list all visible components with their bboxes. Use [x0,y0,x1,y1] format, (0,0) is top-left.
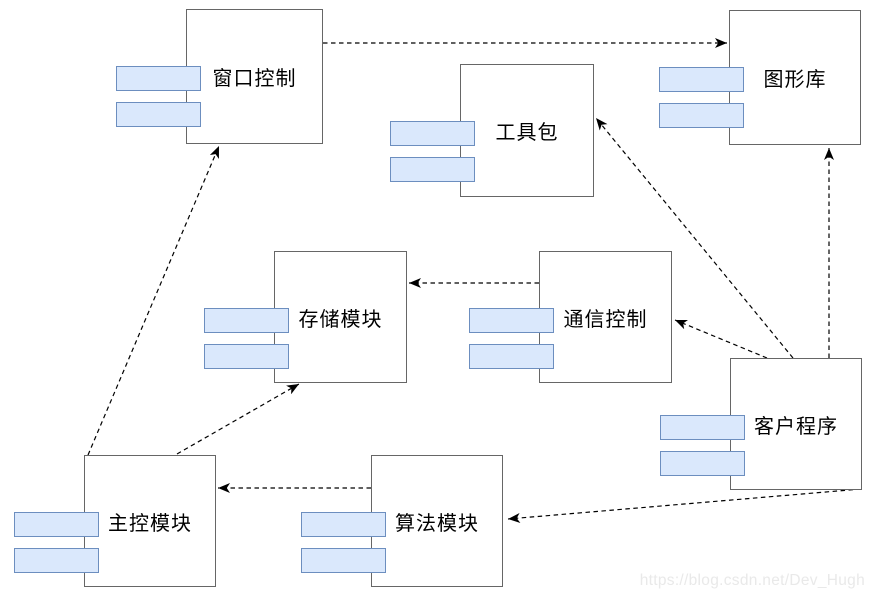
component-communication-control: 通信控制 [469,251,672,383]
port-tab-icon [116,66,201,91]
edge-client-program-to-communication-control [674,319,768,359]
component-label: 客户程序 [754,415,838,438]
port-tab-icon [390,121,475,146]
component-label: 算法模块 [395,512,479,535]
port-tab-icon [14,548,99,573]
port-tab-icon [116,102,201,127]
port-tab-icon [469,344,554,369]
port-tab-icon [659,67,744,92]
port-tab-icon [301,548,386,573]
port-tab-icon [204,308,289,333]
port-tab-icon [660,415,745,440]
component-label: 通信控制 [563,308,648,331]
port-tab-icon [659,103,744,128]
csdn-watermark: https://blog.csdn.net/Dev_Hugh [639,572,865,589]
component-main-control-module: 主控模块 [14,455,216,587]
component-algorithm-module: 算法模块 [301,455,503,587]
component-label: 存储模块 [298,308,383,331]
edge-client-program-to-algorithm-module [507,488,862,523]
edge-main-control-to-window-control [87,145,220,456]
edge-main-control-to-storage-module [176,383,300,455]
port-tab-icon [204,344,289,369]
port-tab-icon [660,451,745,476]
port-tab-icon [301,512,386,537]
component-label: 图形库 [763,69,827,91]
port-tab-icon [390,157,475,182]
port-tab-icon [14,512,99,537]
component-toolkit: 工具包 [390,64,594,197]
component-label: 工具包 [495,122,559,144]
component-window-control: 窗口控制 [116,9,323,144]
port-tab-icon [469,308,554,333]
component-graphics-library: 图形库 [659,10,861,145]
component-label: 主控模块 [108,512,192,535]
edge-client-program-to-toolkit [595,117,794,359]
component-label: 窗口控制 [212,68,297,90]
component-client-program: 客户程序 [660,358,862,490]
component-storage-module: 存储模块 [204,251,407,383]
